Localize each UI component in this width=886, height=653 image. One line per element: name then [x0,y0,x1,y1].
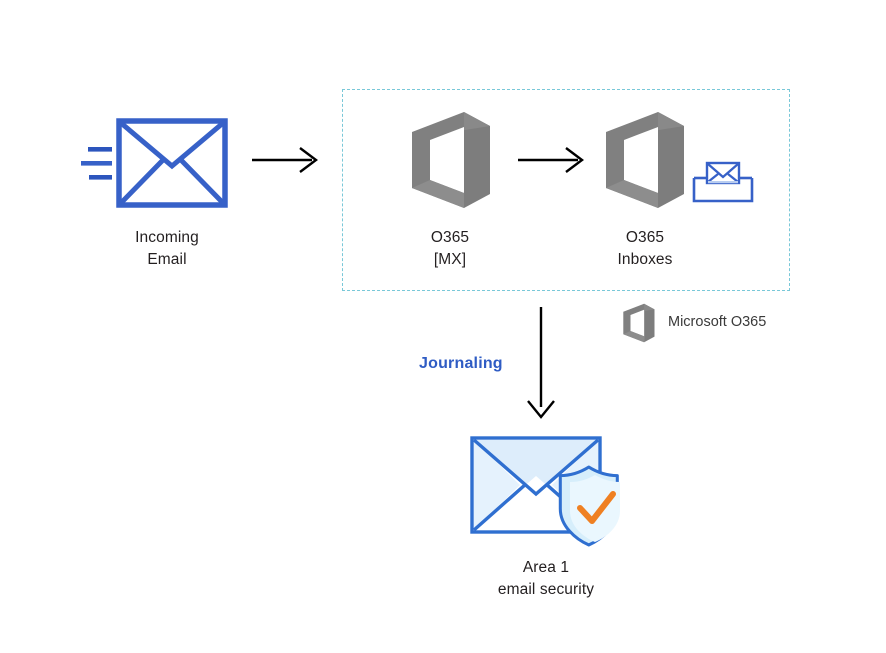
envelope-icon [116,118,228,208]
area1-email-security-caption: Area 1 email security [497,559,595,598]
office-365-zone [342,89,790,291]
inbox-tray-icon [692,160,754,204]
incoming-email-motion-lines [78,144,118,184]
legend-o365-logo-icon [620,303,657,343]
incoming-email-caption: Incoming Email [135,229,199,268]
o365-inboxes-logo-icon [598,110,690,210]
arrow-incoming-to-mx-icon [250,143,322,177]
o365-mx-logo-icon [404,110,496,210]
arrow-mx-to-inboxes-icon [516,143,588,177]
o365-inboxes-caption: O365 Inboxes [617,229,673,268]
arrow-inboxes-to-area1-icon [524,305,558,421]
envelope-shield-check-icon [466,432,632,552]
journaling-label: Journaling [419,355,503,372]
legend-label: Microsoft O365 [668,314,767,330]
o365-mx-caption: O365 [MX] [430,229,470,268]
